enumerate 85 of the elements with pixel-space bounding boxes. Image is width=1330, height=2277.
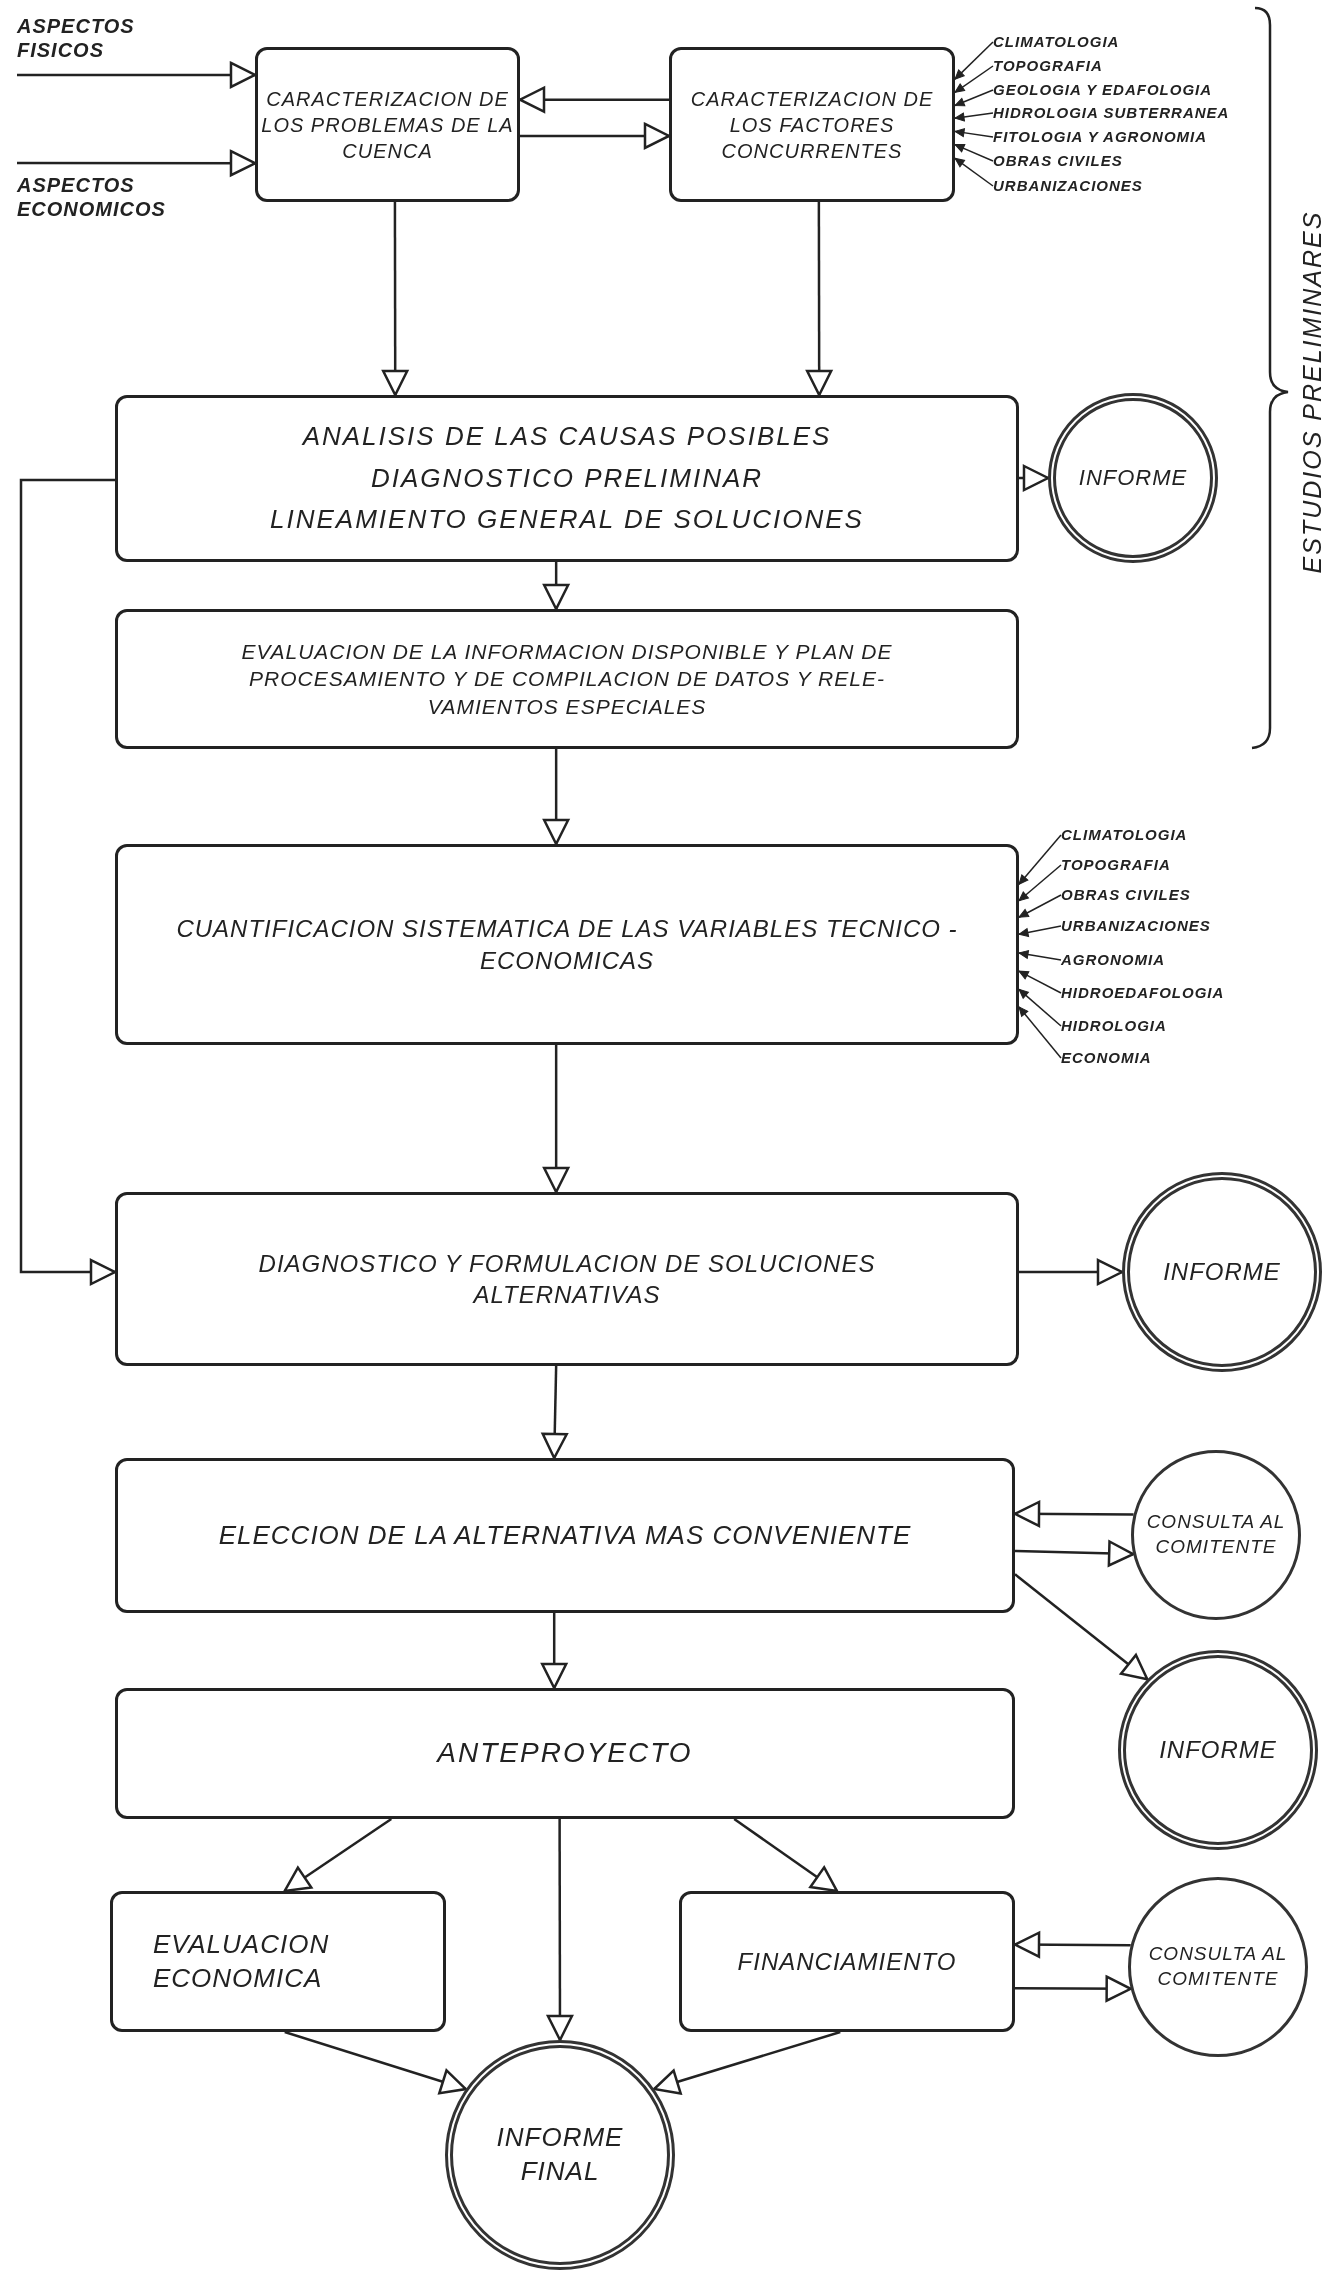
arrow <box>1014 1540 1135 1567</box>
arrow <box>542 749 570 846</box>
process-box <box>115 1688 1015 1819</box>
factor-label: OBRAS CIVILES <box>993 151 1123 171</box>
box-label: FINANCIAMIENTO <box>737 1946 957 1977</box>
process-box <box>669 47 955 202</box>
factor-label: FITOLOGIA Y AGRONOMIA <box>993 127 1208 147</box>
arrow <box>1018 925 1062 937</box>
factor-label: TOPOGRAFIA <box>993 56 1103 76</box>
arrow <box>17 149 257 177</box>
arrow <box>954 41 994 80</box>
arrow <box>542 1045 570 1194</box>
arrow <box>1018 894 1062 919</box>
arrow <box>540 1613 568 1690</box>
box-label: CARACTERIZACION DE LOS PROBLEMAS DE LA CUENCA <box>260 86 515 164</box>
arrow <box>954 89 994 107</box>
arrow <box>1018 988 1062 1027</box>
factor-label: CLIMATOLOGIA <box>1061 825 1188 845</box>
circle-label: INFORME FINAL <box>495 2121 625 2188</box>
process-box <box>255 47 520 202</box>
arrow <box>954 65 994 94</box>
arrow <box>284 2030 468 2095</box>
box-label: CARACTERIZACION DE LOS FACTORES CONCURRENTES <box>689 86 935 164</box>
box-label: EVALUACION DE LA INFORMACION DISPONIBLE Y PLAN DE PROCESAMIENTO Y DE COMPILACION DE DATOS Y RELE- VAMIENTOS ESPECIALES <box>240 639 894 720</box>
arrow <box>733 1817 839 1893</box>
box-label: EVALUACION ECONOMICA <box>153 1927 331 1995</box>
process-box <box>110 1891 446 2032</box>
box-label: CUANTIFICACION SISTEMATICA DE LAS VARIABLES TECNICO - ECONOMICAS <box>175 914 959 976</box>
input-label: ASPECTOS FISICOS <box>17 14 136 62</box>
box-label: ANTEPROYECTO <box>437 1736 693 1771</box>
arrow <box>283 1817 392 1893</box>
factor-label: URBANIZACIONES <box>1061 916 1211 936</box>
arrow <box>1019 1258 1124 1286</box>
arrow <box>1015 1975 1132 2002</box>
box-label: DIAGNOSTICO Y FORMULACION DE SOLUCIONES ALTERNATIVAS <box>257 1248 877 1310</box>
process-box <box>679 1891 1015 2032</box>
arrow <box>805 202 833 397</box>
box-label: LINEAMIENTO GENERAL DE SOLUCIONES <box>270 503 864 537</box>
arrow <box>954 157 994 187</box>
factor-label: GEOLOGIA Y EDAFOLOGIA <box>993 80 1213 100</box>
factor-label: HIDROEDAFOLOGIA <box>1061 983 1225 1003</box>
arrow <box>1014 1573 1149 1681</box>
arrow <box>17 61 257 89</box>
input-label: ASPECTOS ECONOMICOS <box>17 173 167 221</box>
process-box <box>115 1458 1015 1613</box>
arrow <box>1018 950 1062 961</box>
circle-label: INFORME <box>1159 1735 1277 1766</box>
arrow <box>381 202 409 397</box>
process-box <box>115 844 1019 1045</box>
box-label: DIAGNOSTICO PRELIMINAR <box>370 461 764 495</box>
arrow <box>954 128 994 138</box>
arrow <box>542 562 570 611</box>
factor-label: ECONOMIA <box>1061 1048 1152 1068</box>
factor-label: AGRONOMIA <box>1061 950 1165 970</box>
arrow <box>520 122 671 150</box>
arrow <box>954 112 994 122</box>
arrow <box>518 86 669 113</box>
circle-label: CONSULTA AL COMITENTE <box>1146 1510 1286 1559</box>
process-box <box>115 395 1019 562</box>
arrow <box>1018 864 1062 902</box>
arrow <box>19 478 117 1286</box>
factor-label: HIDROLOGIA <box>1061 1016 1167 1036</box>
circle-label: INFORME <box>1163 1257 1281 1288</box>
process-box <box>115 1192 1019 1366</box>
arrow <box>546 1819 574 2042</box>
arrow <box>954 143 994 162</box>
circle-label: CONSULTA AL COMITENTE <box>1148 1942 1288 1991</box>
arrow <box>1018 834 1062 886</box>
process-box <box>115 609 1019 749</box>
circle-label: INFORME <box>1078 463 1188 492</box>
factor-label: URBANIZACIONES <box>993 176 1143 196</box>
arrow <box>652 2030 841 2095</box>
arrow <box>1019 464 1050 492</box>
arrow <box>1013 1931 1131 1958</box>
arrow <box>1013 1500 1134 1528</box>
factor-label: HIDROLOGIA SUBTERRANEA <box>993 103 1230 123</box>
side-label: ESTUDIOS PRELIMINARES <box>1297 210 1327 574</box>
arrow <box>1018 970 1062 994</box>
factor-label: TOPOGRAFIA <box>1061 855 1171 875</box>
factor-label: OBRAS CIVILES <box>1061 885 1191 905</box>
box-label: ELECCION DE LA ALTERNATIVA MAS CONVENIENTE <box>218 1518 912 1552</box>
box-label: ANALISIS DE LAS CAUSAS POSIBLES <box>302 419 832 453</box>
factor-label: CLIMATOLOGIA <box>993 32 1120 52</box>
arrow <box>541 1365 568 1460</box>
arrow <box>1018 1006 1062 1059</box>
